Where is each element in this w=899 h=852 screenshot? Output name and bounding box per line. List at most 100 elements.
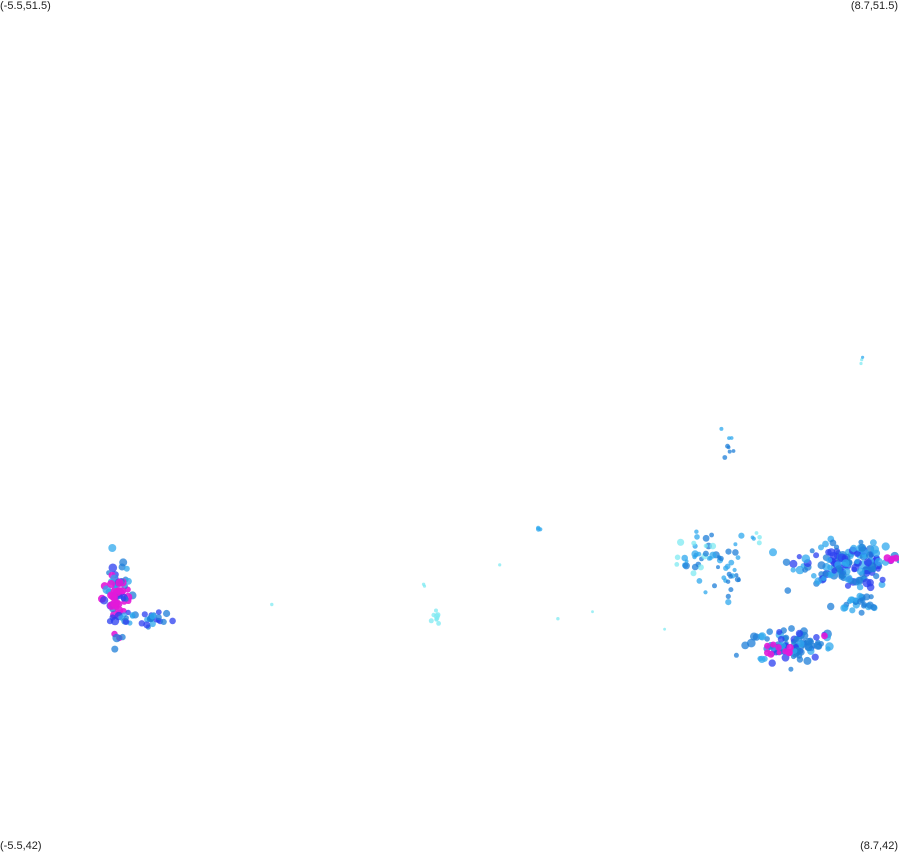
map-point [860, 358, 864, 362]
map-point [767, 650, 775, 658]
map-point [850, 544, 858, 553]
map-point [776, 629, 783, 635]
map-point [861, 355, 865, 359]
map-point [858, 609, 865, 616]
map-point [826, 557, 833, 564]
corner-label-bottom-left: (-5.5,42) [0, 840, 42, 852]
map-point [870, 539, 877, 546]
map-point [712, 583, 717, 589]
cluster-mid-east-b [703, 555, 741, 606]
map-point [766, 628, 773, 635]
map-point [889, 555, 896, 562]
map-point [716, 565, 720, 570]
cluster-brittany-tail [118, 609, 176, 630]
map-point [829, 552, 838, 560]
map-point [721, 575, 727, 581]
map-point [785, 648, 793, 657]
map-point [155, 609, 162, 615]
map-point [747, 638, 756, 648]
map-point [160, 618, 167, 626]
map-point [727, 436, 731, 440]
map-point [840, 604, 848, 612]
map-point [724, 563, 731, 570]
map-point [731, 449, 736, 453]
map-point [108, 563, 118, 573]
map-point [718, 555, 724, 562]
map-point [122, 618, 130, 625]
map-point [831, 567, 838, 574]
corner-label-top-right: (8.7,51.5) [850, 0, 898, 12]
map-point [725, 593, 731, 600]
map-point [788, 625, 795, 632]
map-point [757, 535, 762, 540]
map-point [728, 587, 734, 593]
map-point [811, 573, 817, 579]
map-point [770, 641, 777, 648]
map-point [690, 570, 697, 577]
map-point [858, 543, 867, 552]
map-point [784, 587, 792, 594]
map-point [859, 361, 863, 366]
map-point [112, 633, 121, 643]
map-point [866, 551, 874, 559]
map-point [734, 576, 741, 583]
map-point [803, 656, 812, 665]
map-point [110, 599, 119, 608]
map-point [795, 565, 805, 575]
map-point [863, 558, 872, 567]
map-point [270, 602, 274, 607]
map-point [813, 641, 822, 650]
map-point [725, 579, 731, 584]
map-point [709, 532, 714, 538]
map-point [99, 596, 109, 605]
map-point [733, 542, 738, 547]
map-point [119, 558, 128, 567]
map-point [734, 573, 739, 578]
map-point [818, 544, 824, 551]
cluster-alps-hotspot [883, 554, 899, 564]
map-point [838, 570, 847, 579]
cluster-central-dot-5 [591, 610, 594, 614]
map-point [861, 602, 868, 608]
map-point [125, 609, 131, 616]
map-point [808, 639, 814, 645]
map-point [663, 627, 666, 631]
map-point [881, 542, 890, 551]
map-point [827, 564, 833, 570]
map-point [811, 653, 819, 661]
map-point [849, 607, 856, 614]
cluster-riviera [733, 625, 834, 672]
map-point [694, 534, 700, 540]
map-point [821, 632, 828, 640]
map-point [102, 585, 112, 595]
map-point [868, 594, 874, 600]
map-point [752, 633, 761, 641]
cluster-mid-east-c [750, 531, 762, 546]
map-point [789, 559, 798, 568]
map-point [725, 548, 732, 555]
map-point [434, 617, 439, 622]
map-point [764, 642, 771, 650]
map-point [797, 640, 805, 648]
cluster-central-dot-2 [498, 563, 502, 567]
map-point [878, 581, 886, 588]
map-point [758, 655, 766, 664]
cluster-central-dot-4 [556, 617, 560, 621]
map-point [674, 562, 680, 567]
map-point [428, 618, 434, 624]
map-point [875, 566, 881, 572]
map-point [813, 634, 820, 641]
map-point [809, 548, 815, 554]
map-point [141, 611, 148, 618]
map-point [722, 455, 728, 460]
map-point [149, 620, 156, 628]
cluster-north-east-pair [859, 355, 865, 366]
cluster-central-dot-1 [270, 602, 274, 607]
map-point [870, 604, 877, 611]
map-point [822, 540, 829, 548]
map-point [111, 645, 119, 653]
map-point [873, 573, 880, 580]
map-point [862, 578, 872, 588]
map-point [788, 666, 794, 672]
